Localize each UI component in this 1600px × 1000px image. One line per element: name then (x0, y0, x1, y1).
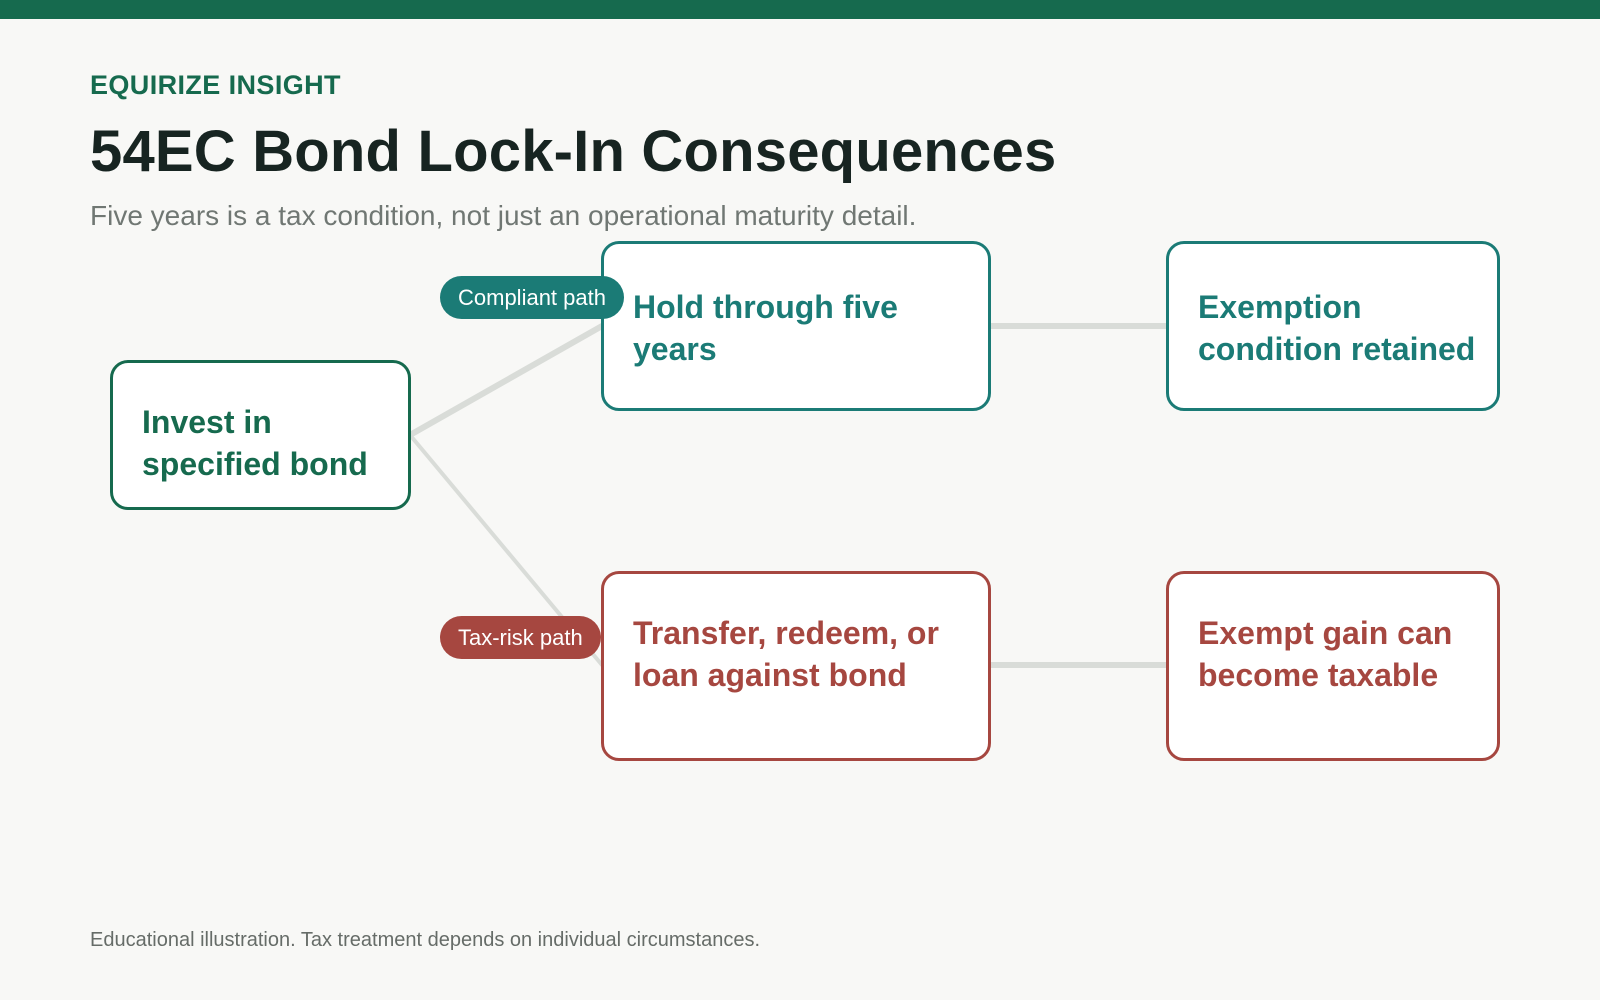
node-exemption-retained-label: Exemption condition retained (1198, 289, 1476, 368)
footer-disclaimer: Educational illustration. Tax treatment … (90, 929, 760, 951)
node-hold-five-years-label: Hold through five years (633, 289, 898, 368)
top-accent-bar (0, 0, 1600, 19)
page-title: 54EC Bond Lock-In Consequences (90, 119, 1057, 184)
node-exemption-retained: Exemption condition retained (1166, 241, 1500, 411)
node-transfer-redeem-loan: Transfer, redeem, or loan against bond (601, 571, 991, 761)
node-gain-taxable: Exempt gain can become taxable (1166, 571, 1500, 761)
tax-risk-path-badge: Tax-risk path (440, 616, 601, 659)
connector-start-to-compliant (407, 323, 605, 438)
node-hold-five-years: Hold through five years (601, 241, 991, 411)
brand-label: EQUIRIZE INSIGHT (90, 70, 341, 100)
node-invest-in-bond-label: Invest in specified bond (142, 404, 368, 483)
page-subtitle: Five years is a tax condition, not just … (90, 200, 917, 231)
node-transfer-redeem-loan-label: Transfer, redeem, or loan against bond (633, 615, 939, 694)
node-invest-in-bond: Invest in specified bond (110, 360, 411, 510)
compliant-path-badge: Compliant path (440, 276, 624, 319)
node-gain-taxable-label: Exempt gain can become taxable (1198, 615, 1453, 694)
